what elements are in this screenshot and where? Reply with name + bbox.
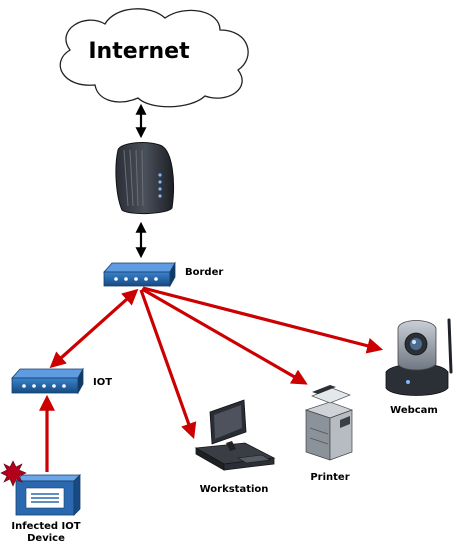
- iot-device-icon: [15, 474, 81, 516]
- infection-burst-icon: [0, 460, 27, 487]
- webcam-icon: [385, 318, 453, 396]
- printer-icon: [304, 385, 354, 461]
- workstation-icon: [194, 399, 276, 471]
- infected-label-line2: Device: [27, 533, 65, 544]
- modem-icon: [115, 142, 175, 215]
- switch-icon: [103, 261, 176, 288]
- link-border-workstation: [139, 289, 197, 440]
- webcam: Webcam: [385, 318, 453, 416]
- modem: [115, 142, 175, 215]
- internet-label: Internet: [88, 39, 190, 64]
- border-label: Border: [185, 267, 223, 278]
- infected-label-line1: Infected IOT: [11, 521, 80, 532]
- workstation: Workstation: [194, 399, 276, 495]
- link-border-iot: [49, 288, 139, 369]
- iot-switch: IOT: [11, 367, 112, 395]
- workstation-label: Workstation: [200, 484, 269, 495]
- border-switch: Border: [103, 261, 223, 288]
- infected-iot-device: Infected IOT Device: [0, 460, 81, 544]
- printer: Printer: [304, 385, 354, 483]
- printer-label: Printer: [310, 472, 349, 483]
- webcam-label: Webcam: [390, 405, 438, 416]
- iot-label: IOT: [93, 377, 112, 388]
- cloud-icon: [59, 8, 249, 108]
- internet-cloud: Internet: [59, 8, 249, 108]
- link-border-printer: [141, 287, 308, 385]
- link-border-webcam: [142, 286, 384, 354]
- switch-icon: [11, 367, 84, 395]
